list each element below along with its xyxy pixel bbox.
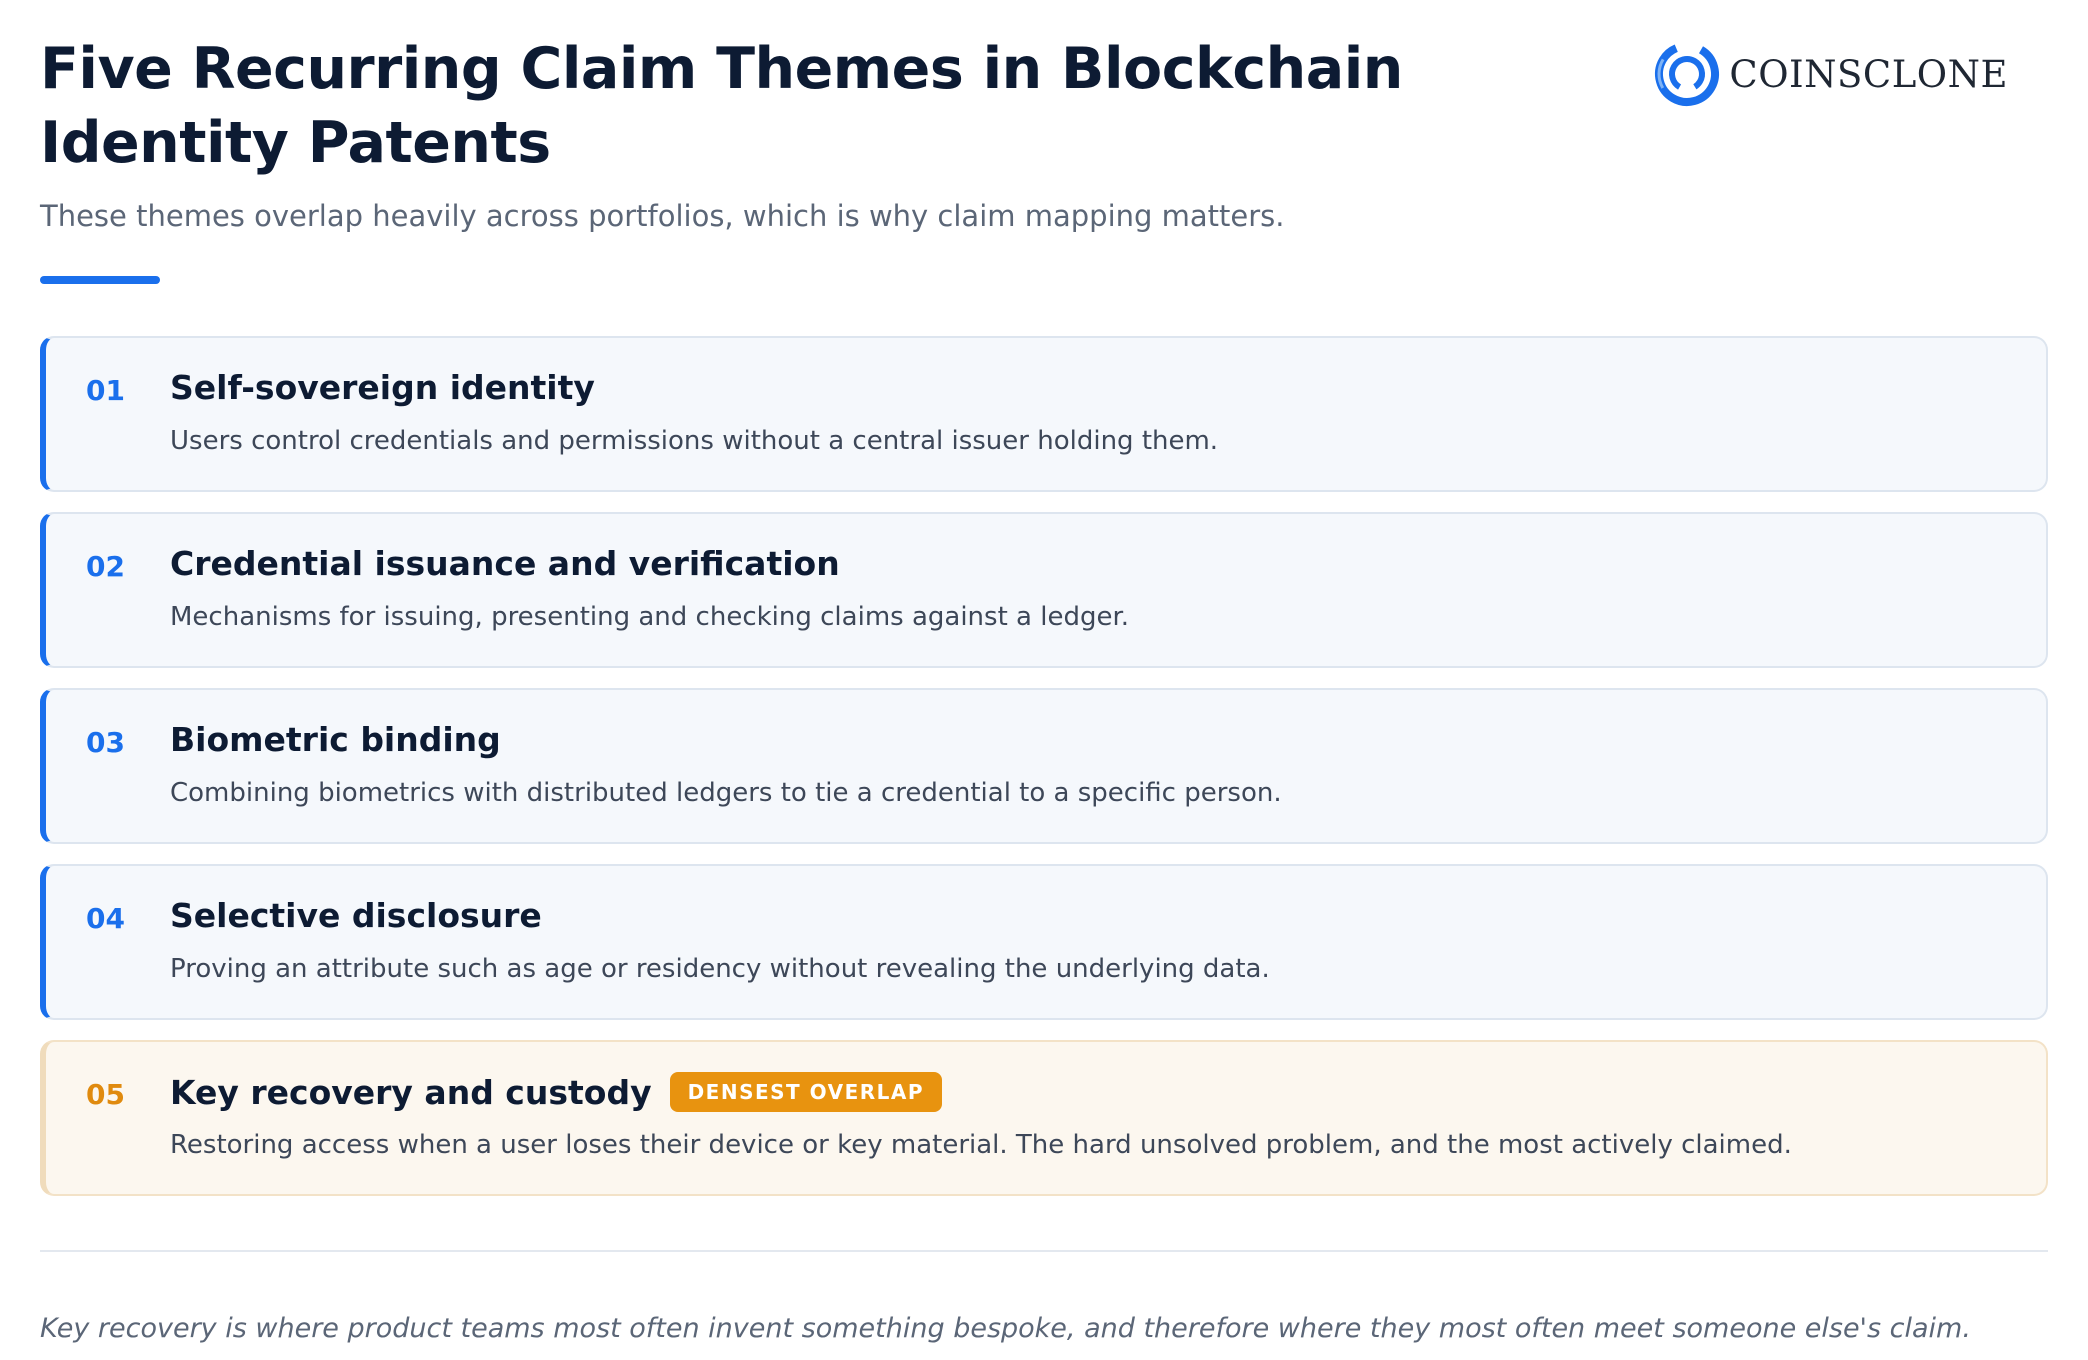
theme-number: 04 xyxy=(86,902,125,935)
theme-description: Combining biometrics with distributed le… xyxy=(170,778,1282,808)
theme-description: Mechanisms for issuing, presenting and c… xyxy=(170,602,1130,632)
densest-overlap-badge: DENSEST OVERLAP xyxy=(669,1072,943,1112)
theme-title-row: Selective disclosure xyxy=(170,896,542,935)
theme-description: Proving an attribute such as age or resi… xyxy=(170,954,1270,984)
theme-number: 02 xyxy=(86,550,125,583)
theme-description: Users control credentials and permission… xyxy=(170,426,1219,456)
theme-title: Biometric binding xyxy=(170,720,501,759)
theme-card: 02 Credential issuance and verification … xyxy=(40,512,2048,668)
theme-title: Selective disclosure xyxy=(170,896,542,935)
coinsclone-ring-logo-icon xyxy=(1655,42,1720,106)
theme-number: 05 xyxy=(86,1078,125,1111)
theme-title-row: Biometric binding xyxy=(170,720,501,759)
footer-divider xyxy=(40,1250,2048,1252)
theme-number: 03 xyxy=(86,726,125,759)
theme-card: 01 Self-sovereign identity Users control… xyxy=(40,336,2048,492)
theme-list: 01 Self-sovereign identity Users control… xyxy=(40,336,2048,1216)
logo-text: COINSCLONE xyxy=(1729,52,2008,96)
theme-number: 01 xyxy=(86,374,125,407)
accent-bar xyxy=(40,276,160,284)
footnote: Key recovery is where product teams most… xyxy=(40,1313,1971,1344)
theme-title-row: Key recovery and custody DENSEST OVERLAP xyxy=(170,1072,943,1112)
brand-logo[interactable]: COINSCLONE xyxy=(1651,38,2008,110)
header: Five Recurring Claim Themes in Blockchai… xyxy=(40,0,2048,300)
theme-title-row: Self-sovereign identity xyxy=(170,368,595,407)
theme-card: 04 Selective disclosure Proving an attri… xyxy=(40,864,2048,1020)
theme-description: Restoring access when a user loses their… xyxy=(170,1130,1792,1160)
theme-card: 03 Biometric binding Combining biometric… xyxy=(40,688,2048,844)
page-title: Five Recurring Claim Themes in Blockchai… xyxy=(40,36,1403,176)
page-subtitle: These themes overlap heavily across port… xyxy=(40,199,1285,233)
theme-title: Self-sovereign identity xyxy=(170,368,595,407)
theme-title: Key recovery and custody xyxy=(170,1072,652,1112)
theme-title-row: Credential issuance and verification xyxy=(170,544,840,583)
theme-card-highlighted: 05 Key recovery and custody DENSEST OVER… xyxy=(40,1040,2048,1196)
theme-title: Credential issuance and verification xyxy=(170,544,840,583)
